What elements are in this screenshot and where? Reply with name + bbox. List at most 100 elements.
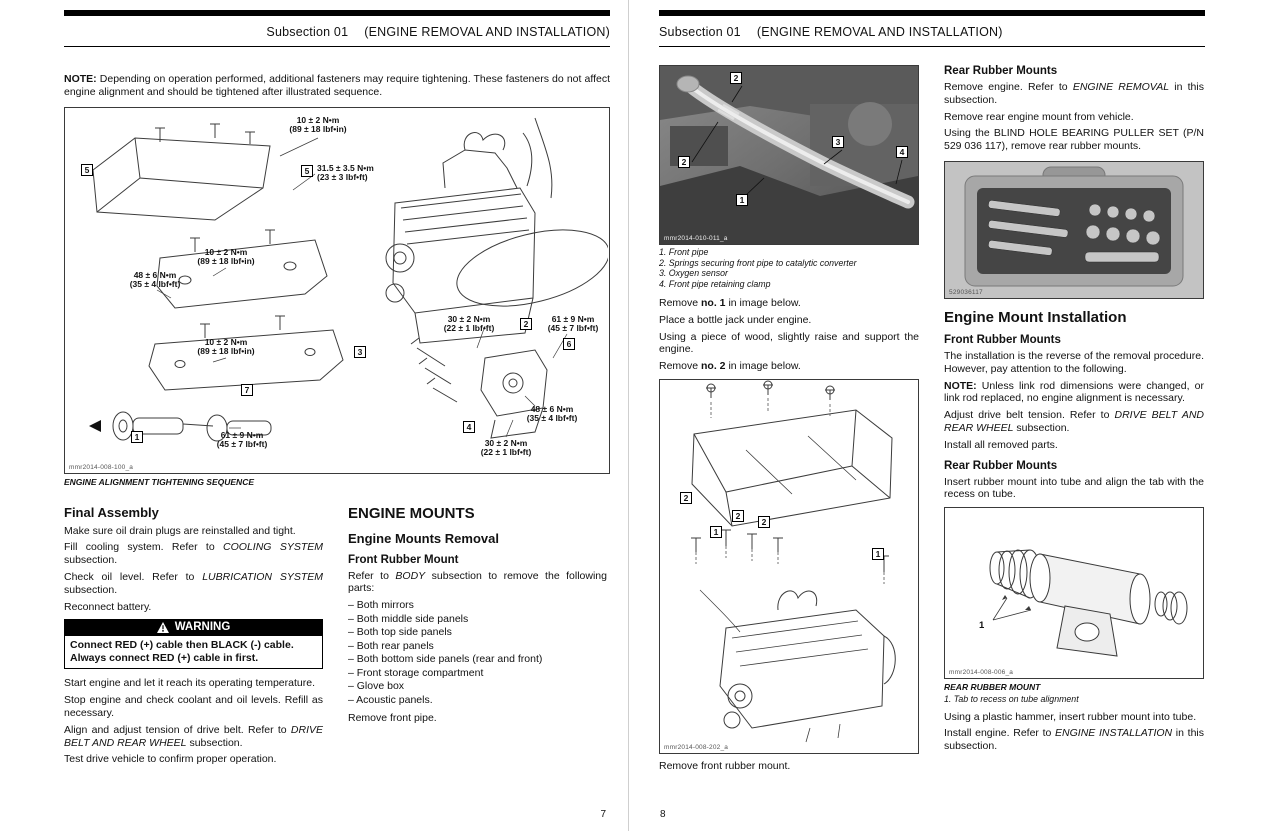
header-subsection: Subsection 01 bbox=[266, 25, 349, 39]
figure-front-pipe-photo: 2 2 1 3 4 mmr2014-010-011_a bbox=[659, 65, 919, 245]
legend-line: 4. Front pipe retaining clamp bbox=[659, 278, 771, 289]
heading-engine-mounts-removal: Engine Mounts Removal bbox=[348, 530, 499, 546]
cross-reference: ENGINE REMOVAL bbox=[1072, 81, 1170, 93]
paragraph: Remove no. 1 in image below. bbox=[659, 297, 801, 309]
page-right: Subsection 01 (ENGINE REMOVAL AND INSTALL… bbox=[659, 0, 1205, 831]
figure-front-mount-diagram: 2 1 2 2 1 mmr2014-008-202_a bbox=[659, 378, 919, 754]
sequence-number: 5 bbox=[301, 164, 313, 177]
page-header: Subsection 01 (ENGINE REMOVAL AND INSTALL… bbox=[659, 25, 1205, 39]
paragraph: Reconnect battery. bbox=[64, 600, 152, 613]
paragraph: Using a plastic hammer, insert rubber mo… bbox=[944, 710, 1197, 723]
warning-line: Always connect RED (+) cable in first. bbox=[70, 652, 259, 665]
header-top-bar bbox=[659, 10, 1205, 16]
front-mount-diagram-art bbox=[691, 380, 896, 743]
heading-rear-rubber-mounts: Rear Rubber Mounts bbox=[944, 65, 1058, 77]
heading-final-assembly: Final Assembly bbox=[64, 504, 159, 520]
cross-reference: ENGINE INSTALLATION bbox=[1055, 727, 1173, 740]
engine-alignment-drawing bbox=[89, 117, 608, 442]
item-reference: no. 2 bbox=[701, 360, 726, 373]
page-divider bbox=[628, 0, 629, 831]
heading-engine-mount-installation: Engine Mount Installation bbox=[944, 308, 1127, 326]
column-final-assembly: Final Assembly Make sure oil drain plugs… bbox=[64, 499, 323, 771]
sequence-number: 7 bbox=[241, 383, 253, 396]
note-text: Unless link rod dimensions were changed,… bbox=[944, 379, 1204, 405]
bullet-item: – Both rear panels bbox=[348, 639, 434, 652]
figure-caption: REAR RUBBER MOUNT bbox=[944, 682, 1041, 693]
bullet-item: – Both mirrors bbox=[348, 599, 414, 612]
bullet-item: – Acoustic panels. bbox=[348, 693, 433, 706]
photo-callout: 3 bbox=[832, 136, 844, 148]
cross-reference: DRIVE BELT AND REAR WHEEL bbox=[64, 723, 323, 749]
heading-rear-rubber-mounts-install: Rear Rubber Mounts bbox=[944, 459, 1058, 472]
header-title: (ENGINE REMOVAL AND INSTALLATION) bbox=[756, 25, 1003, 39]
column-installation: Rear Rubber Mounts Remove engine. Refer … bbox=[944, 59, 1204, 777]
header-top-bar bbox=[64, 10, 610, 16]
paragraph: Insert rubber mount into tube and align … bbox=[944, 475, 1204, 501]
sequence-number: 6 bbox=[563, 337, 575, 350]
header-rule bbox=[64, 46, 610, 47]
paragraph: Remove front rubber mount. bbox=[659, 759, 791, 772]
two-column-layout: Final Assembly Make sure oil drain plugs… bbox=[64, 499, 610, 771]
column-removal-steps: 2 2 1 3 4 mmr2014-010-011_a 1. Front pip… bbox=[659, 59, 919, 777]
page-left: Subsection 01 (ENGINE REMOVAL AND INSTALL… bbox=[64, 0, 610, 831]
photo-callout: 2 bbox=[678, 156, 690, 168]
paragraph: Remove no. 2 in image below. bbox=[659, 360, 801, 373]
photo-callout: 4 bbox=[896, 146, 908, 158]
heading-engine-mounts: ENGINE MOUNTS bbox=[348, 504, 475, 522]
sequence-number: 5 bbox=[81, 163, 93, 176]
figure-code: mmr2014-008-202_a bbox=[664, 743, 729, 751]
item-reference: no. 1 bbox=[701, 297, 726, 309]
note-prefix: NOTE: bbox=[64, 73, 97, 85]
figure-rear-rubber-mount: 1 mmr2014-008-006_a bbox=[944, 507, 1204, 680]
torque-callout: 61 ± 9 N•m(45 ± 7 lbf•ft) bbox=[547, 313, 599, 334]
photo-callout: 1 bbox=[736, 194, 748, 206]
sequence-number: 4 bbox=[463, 420, 475, 433]
two-column-layout: 2 2 1 3 4 mmr2014-010-011_a 1. Front pip… bbox=[659, 59, 1205, 777]
paragraph: Remove rear engine mount from vehicle. bbox=[944, 110, 1134, 123]
diagram-callout: 1 bbox=[979, 620, 985, 632]
note-paragraph: NOTE: Unless link rod dimensions were ch… bbox=[944, 380, 1204, 406]
legend-line: 1. Front pipe bbox=[659, 247, 709, 257]
paragraph: Remove engine. Refer to ENGINE REMOVAL i… bbox=[944, 81, 1204, 106]
figure-legend: 1. Tab to recess on tube alignment bbox=[944, 694, 1204, 705]
page-number: 7 bbox=[600, 809, 606, 820]
photo-callout: 2 bbox=[730, 72, 742, 84]
note-prefix: NOTE: bbox=[944, 379, 977, 392]
bullet-item: – Front storage compartment bbox=[348, 666, 484, 679]
cross-reference: BODY bbox=[395, 569, 426, 582]
paragraph: Adjust drive belt tension. Refer to DRIV… bbox=[944, 409, 1204, 434]
diagram-callout: 2 bbox=[680, 491, 692, 504]
paragraph: Stop engine and check coolant and oil le… bbox=[64, 694, 323, 719]
paragraph: Start engine and let it reach its operat… bbox=[64, 677, 315, 690]
bullet-item: – Both middle side panels bbox=[348, 612, 469, 625]
header-title: (ENGINE REMOVAL AND INSTALLATION) bbox=[364, 25, 610, 39]
paragraph: Fill cooling system. Refer to COOLING SY… bbox=[64, 541, 323, 567]
warning-header: WARNING bbox=[64, 619, 323, 636]
front-pipe-photo-art bbox=[660, 66, 918, 244]
legend-line: 2. Springs securing front pipe to cataly… bbox=[659, 257, 857, 268]
torque-callout: 30 ± 2 N•m(22 ± 1 lbf•ft) bbox=[443, 313, 495, 334]
diagram-callout: 2 bbox=[758, 515, 770, 528]
sequence-number: 2 bbox=[520, 317, 532, 330]
bullet-item: – Both bottom side panels (rear and fron… bbox=[348, 653, 543, 666]
paragraph: Refer to BODY subsection to remove the f… bbox=[348, 569, 607, 595]
torque-callout: 10 ± 2 N•m(89 ± 18 lbf•in) bbox=[289, 114, 347, 135]
column-engine-mounts: ENGINE MOUNTS Engine Mounts Removal Fron… bbox=[348, 499, 607, 771]
paragraph: The installation is the reverse of the r… bbox=[944, 349, 1204, 375]
paragraph: Place a bottle jack under engine. bbox=[659, 313, 812, 326]
figure-legend: 1. Front pipe 2. Springs securing front … bbox=[659, 247, 919, 289]
cross-reference: COOLING SYSTEM bbox=[223, 541, 323, 554]
header-subsection: Subsection 01 bbox=[659, 25, 741, 39]
warning-label: WARNING bbox=[174, 621, 231, 634]
legend-line: 1. Tab to recess on tube alignment bbox=[944, 694, 1079, 705]
cross-reference: DRIVE BELT AND REAR WHEEL bbox=[944, 409, 1204, 434]
diagram-callout: 1 bbox=[710, 525, 722, 538]
sequence-number: 1 bbox=[131, 430, 143, 443]
puller-set-photo-art bbox=[945, 161, 1203, 298]
warning-line: Connect RED (+) cable then BLACK (-) cab… bbox=[70, 639, 294, 652]
torque-callout: 10 ± 2 N•m(89 ± 18 lbf•in) bbox=[197, 246, 255, 267]
paragraph: Using the BLIND HOLE BEARING PULLER SET … bbox=[944, 127, 1204, 153]
paragraph: Using a piece of wood, slightly raise an… bbox=[659, 330, 919, 356]
bullet-item: – Glove box bbox=[348, 680, 405, 693]
heading-front-rubber-mounts: Front Rubber Mounts bbox=[944, 333, 1061, 346]
